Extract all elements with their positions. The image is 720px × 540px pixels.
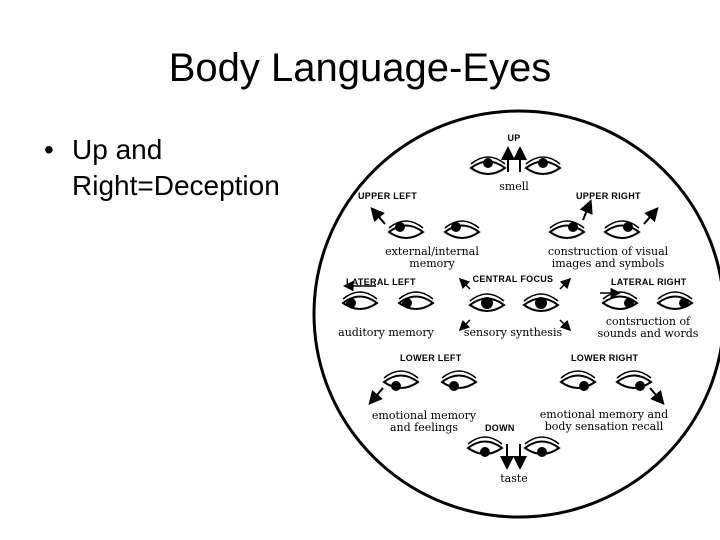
eyes-down [467,436,560,470]
bullet-item: • Up and Right=Deception [44,132,334,204]
label-body-sensation: body sensation recall [545,420,664,433]
bullet-text: Up and Right=Deception [72,134,280,201]
label-external-internal: external/internal [385,245,479,258]
label-contsruction-of: contsruction of [606,315,691,328]
label-construction-visual: construction of visual [548,245,669,258]
label-lateral-left: LATERAL LEFT [346,277,416,287]
label-emotional-memory: emotional memory [372,409,477,422]
label-sounds-words: sounds and words [598,327,699,340]
label-smell: smell [499,180,529,193]
eyes-upper-right [549,199,659,239]
label-emotional-memory-and: emotional memory and [540,408,668,421]
bullet-marker: • [44,134,54,165]
label-auditory-memory: auditory memory [338,326,434,339]
eyes-central-focus [458,277,572,332]
label-memory: memory [409,257,455,270]
label-central-focus: CENTRAL FOCUS [473,274,554,284]
label-lower-right: LOWER RIGHT [571,353,638,363]
eyes-lateral-left [342,280,434,310]
label-down: DOWN [485,423,515,433]
label-up: UP [507,133,520,143]
label-lateral-right: LATERAL RIGHT [611,277,687,287]
label-lower-left: LOWER LEFT [400,353,462,363]
label-images-symbols: images and symbols [552,257,665,270]
label-sensory-synthesis: sensory synthesis [464,326,563,339]
eyes-lower-left [368,370,477,406]
diagram-circle [312,109,720,519]
label-taste: taste [500,472,528,485]
eyes-lower-right [560,370,665,406]
slide-title: Body Language-Eyes [168,46,552,90]
label-upper-right: UPPER RIGHT [576,191,641,201]
eyes-lateral-right [600,287,693,310]
label-and-feelings: and feelings [390,421,458,434]
label-upper-left: UPPER LEFT [358,191,417,201]
eyes-upper-left [370,206,480,239]
eyes-up [470,146,561,175]
